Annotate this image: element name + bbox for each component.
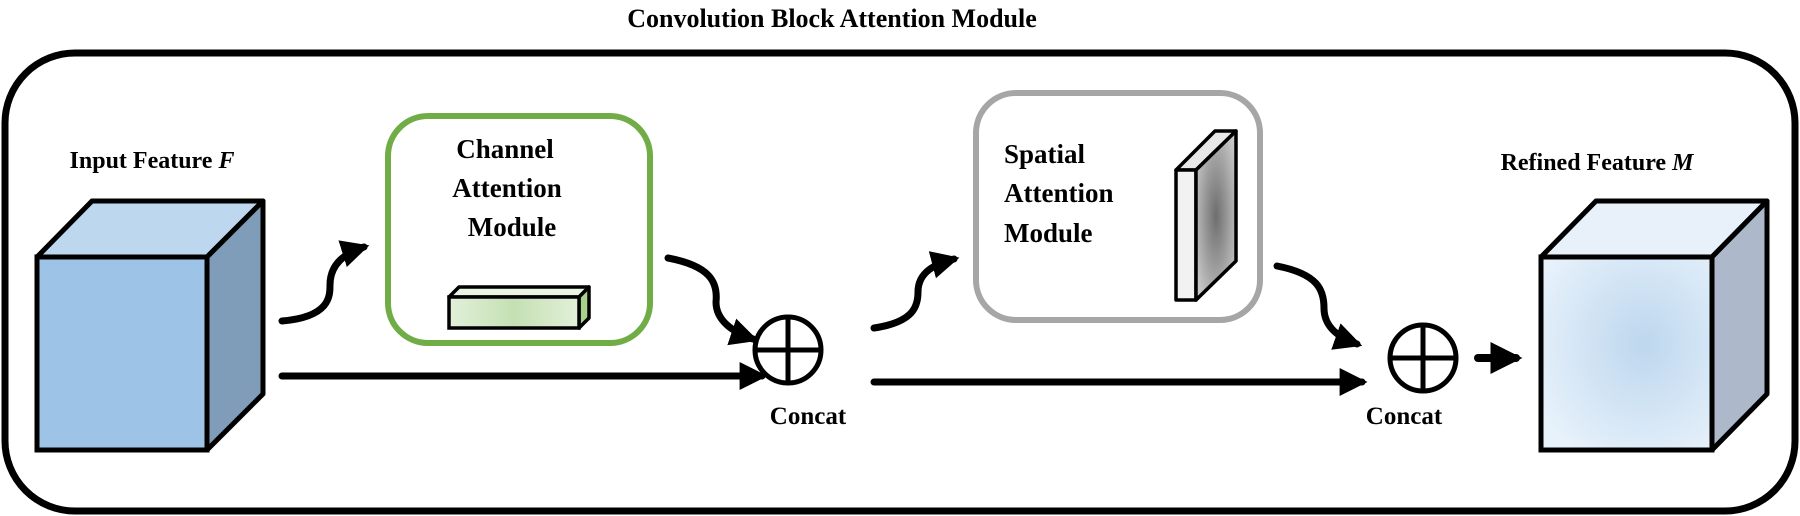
channel-module-label-2: Attention	[452, 173, 562, 203]
channel-weight-bar	[447, 285, 591, 330]
outer-frame	[1, 49, 1799, 515]
arrow-input-to-channel	[278, 240, 370, 325]
spatial-module-label-1: Spatial	[1004, 139, 1086, 169]
spatial-module-label-2: Attention	[1004, 178, 1114, 208]
spatial-attention-map	[1174, 129, 1238, 302]
concat-1-plus-icon	[752, 314, 824, 386]
output-cube-front	[1538, 254, 1715, 453]
arrow-channel-to-concat1	[664, 254, 759, 346]
arrow-concat1-to-spatial	[870, 251, 960, 332]
channel-module-label-1: Channel	[456, 134, 554, 164]
concat-1-label: Concat	[770, 403, 847, 430]
refined-feature-label: Refined Feature M	[1501, 150, 1696, 176]
channel-module-label-3: Module	[468, 212, 557, 242]
diagram-title: Convolution Block Attention Module	[627, 4, 1037, 33]
concat-2-label: Concat	[1366, 403, 1443, 430]
input-cube-front	[34, 254, 210, 453]
input-feature-cube	[34, 198, 266, 453]
spatial-module-label-3: Module	[1004, 218, 1093, 248]
input-feature-label: Input Feature F	[70, 148, 235, 174]
refined-feature-cube	[1538, 198, 1770, 453]
arrow-spatial-to-concat2	[1273, 262, 1363, 350]
concat-2-plus-icon	[1387, 322, 1459, 394]
